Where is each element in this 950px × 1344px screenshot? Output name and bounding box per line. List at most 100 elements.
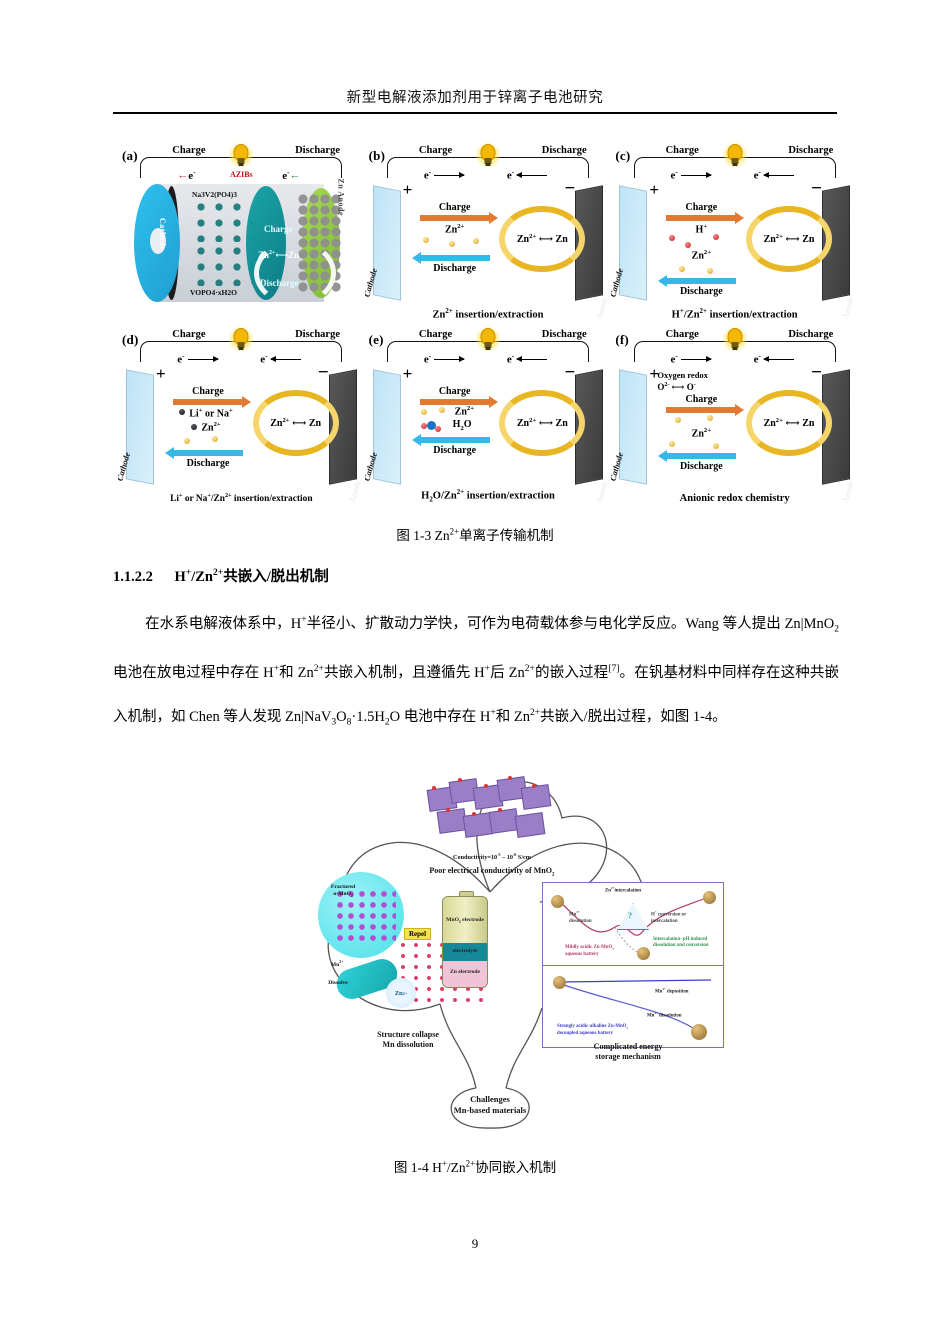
ion-label-zn: Zn2+ <box>162 421 254 434</box>
negative-terminal: − <box>811 362 822 383</box>
cathode-electrode <box>372 369 401 485</box>
running-header-text: 新型电解液添加剂用于锌离子电池研究 <box>346 90 604 106</box>
redox-loop: Zn2+ ⟷ Zn <box>499 206 586 272</box>
discharge-arrow <box>411 434 490 446</box>
ion-label-h: H+ <box>695 223 708 236</box>
charge-direction-label: Charge <box>685 394 718 405</box>
zn-mno2-battery-icon: MnO2 electrode electrolyte Zn electrode <box>442 891 488 988</box>
figure-1-3-caption: 图 1-3 Zn2+单离子传输机制 <box>105 524 845 544</box>
inset-mildly-acidic: ? Zn2+intercalation Mn2+dissolution H+ c… <box>543 883 723 966</box>
loop-reaction: Zn2+⟷Zn <box>258 250 300 260</box>
redox-loop: Zn2+ ⟷ Zn <box>746 206 832 272</box>
charge-label: Charge <box>172 329 206 340</box>
citation-reference: [7] <box>608 662 620 674</box>
positive-terminal: + <box>649 180 660 199</box>
figure-panel-a: (a) Charge Discharge AZIBs ←e- e-← <box>118 140 365 324</box>
negative-terminal: − <box>811 178 822 199</box>
body-paragraph: 在水系电解液体系中，H+半径小、扩散动力学快，可作为电荷载体参与电化学反应。Wa… <box>113 614 840 728</box>
charge-arrow <box>666 212 745 224</box>
discharge-arrow <box>165 446 243 459</box>
lightbulb-icon <box>228 140 255 170</box>
section-title: H+/Zn2+共嵌入/脱出机制 <box>174 567 329 585</box>
ion-transport-block: Charge Li+ or Na+ Zn2+ Discharge <box>162 386 254 469</box>
panel-caption-c: H+/Zn2+ insertion/extraction <box>671 307 798 321</box>
panel-caption-f: Anionic redox chemistry <box>679 493 790 504</box>
electron-arrow-right: e- <box>754 168 794 182</box>
caption-prefix: 图 1-4 H <box>393 1160 442 1175</box>
mn-ion-label: Mn2+ <box>330 960 344 968</box>
charge-direction-label: Charge <box>438 386 471 397</box>
caption-mid: /Zn <box>446 1160 466 1175</box>
negative-terminal: − <box>564 178 576 199</box>
positive-terminal: + <box>156 364 166 383</box>
redox-reaction: Zn2+ ⟷ Zn <box>270 416 322 430</box>
positive-terminal: + <box>649 364 660 383</box>
figure-1-3-image: (a) Charge Discharge AZIBs ←e- e-← <box>118 140 858 508</box>
discharge-label: Discharge <box>541 329 587 340</box>
figure-panel-c: (c) Charge Discharge e- e- Cathode Anode… <box>611 140 858 324</box>
battery-anode-label: Zn electrode <box>450 969 480 975</box>
negative-terminal: − <box>564 362 576 383</box>
cathode-electrode <box>126 369 154 485</box>
ion-transport-block: Charge Zn2+ Discharge <box>655 394 747 472</box>
discharge-label: Discharge <box>295 145 340 156</box>
redox-reaction: Zn2+ ⟷ Zn <box>763 232 815 246</box>
redox-loop: Zn2+ ⟷ Zn <box>499 390 586 456</box>
charge-label: Charge <box>172 145 206 156</box>
electron-arrow-right: e- <box>507 352 548 366</box>
conductivity-value: Conductivity=10-5 – 10-6 S/cm <box>453 852 531 862</box>
electron-arrow-left: e- <box>424 352 466 366</box>
figure-panel-d: (d) Charge Discharge e- e- Cathode Anode… <box>118 324 365 508</box>
top-lobe-label: Poor electrical conductivity of MnO2 <box>429 866 555 878</box>
charge-direction-label: Charge <box>192 386 224 397</box>
oxygen-redox-reaction: O2- ⟷ O- <box>657 382 696 392</box>
figure-1-4-image: Conductivity=10-5 – 10-6 S/cm Poor elect… <box>290 742 724 1142</box>
electron-arrow-right: e-← <box>282 168 301 182</box>
lightbulb-icon <box>228 324 255 354</box>
redox-loop: Zn2+ ⟷ Zn <box>252 390 339 456</box>
charge-direction-label: Charge <box>438 202 471 213</box>
figure-panel-b: (b) Charge Discharge e- e- Cathode Anode… <box>365 140 612 324</box>
panel-label-e: (e) <box>368 332 384 347</box>
electron-arrow-right: e- <box>260 352 301 366</box>
redox-reaction: Zn2+ ⟷ Zn <box>763 416 815 430</box>
charge-direction-label: Charge <box>685 202 718 213</box>
lightbulb-icon <box>474 140 501 170</box>
battery-electrolyte-label: electrolyte <box>452 948 478 954</box>
charge-arrow <box>666 404 745 416</box>
panel-label-b: (b) <box>368 148 386 163</box>
repel-badge: Repel <box>404 928 432 940</box>
discharge-direction-label: Discharge <box>186 457 230 469</box>
discharge-label: Discharge <box>295 329 340 340</box>
ion-label-zn: Zn2+ <box>691 249 711 262</box>
redox-reaction: Zn2+ ⟷ Zn <box>516 416 568 430</box>
discharge-arrow <box>658 450 737 463</box>
electron-arrow-left: e- <box>671 352 712 366</box>
lobe-complicated-mechanism: ? Zn2+intercalation Mn2+dissolution H+ c… <box>542 882 728 1054</box>
ion-label-li-na: Li+ or Na+ <box>162 407 254 419</box>
figure-panel-e: (e) Charge Discharge e- e- Cathode Anode… <box>365 324 612 508</box>
cathode-electrode <box>619 369 648 485</box>
anode-label: Zn Anode <box>337 178 346 216</box>
page-number: 9 <box>471 1236 479 1251</box>
ion-label-zn: Zn2+ <box>691 427 711 440</box>
lightbulb-icon <box>721 140 748 170</box>
battery-cathode-label: MnO2 electrode <box>446 917 484 925</box>
figure-panel-f: (f) Charge Discharge e- e- Cathode Anode… <box>611 324 858 508</box>
charge-label: Charge <box>418 145 453 156</box>
loop-charge-label: Charge <box>264 224 293 234</box>
cathode-electrode <box>372 185 401 301</box>
discharge-label: Discharge <box>788 329 834 340</box>
electron-arrow-left: ←e- <box>177 168 196 182</box>
header-rule <box>113 112 837 114</box>
cylindrical-cell-diagram: Na3V2(PO4)3 VOPO4·xH2O Cathode Zn Anode … <box>134 178 346 306</box>
panel-label-a: (a) <box>122 148 138 163</box>
caption-superscript: 2+ <box>449 526 460 537</box>
